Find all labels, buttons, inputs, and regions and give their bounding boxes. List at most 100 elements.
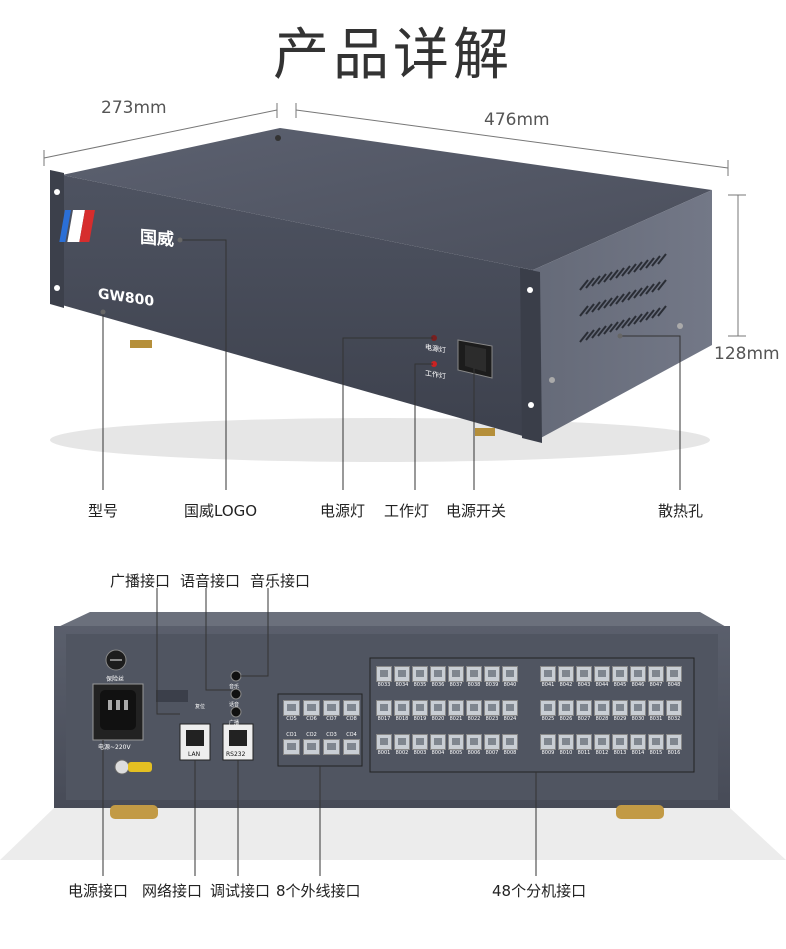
port-number: 8006 [467,750,481,756]
label-power-port: 电源接口 [68,882,129,900]
label-extension-ports: 48个分机接口 [492,882,587,900]
port-number: 8016 [667,750,681,756]
rj-jack-icon [412,666,428,682]
port-number: 8031 [649,716,663,722]
rj-port: 8030 [630,700,646,723]
port-number: 8002 [395,750,409,756]
label-trunk-ports: 8个外线接口 [276,882,361,900]
port-number: 8003 [413,750,427,756]
port-number: 8021 [449,716,463,722]
rj-port: 8041 [540,666,556,689]
label-vents: 散热孔 [658,502,704,520]
power-socket-label: 电源~220V [98,744,131,751]
port-number: 8035 [413,682,427,688]
port-number: 8022 [467,716,481,722]
port-number: 8013 [613,750,627,756]
rj-port: CO4 [343,732,360,755]
rj-port: 8044 [594,666,610,689]
rj-port: CO2 [303,732,320,755]
rj-jack-icon [594,700,610,716]
rj-jack-icon [412,700,428,716]
rj-jack-icon [394,734,410,750]
rj-jack-icon [540,666,556,682]
rj-jack-icon [502,666,518,682]
rj-port: 8006 [466,734,482,757]
port-number: 8039 [485,682,499,688]
port-number: 8037 [449,682,463,688]
port-number: 8018 [395,716,409,722]
port-number: 8047 [649,682,663,688]
label-power-light: 电源灯 [320,502,366,520]
rj-port: 8028 [594,700,610,723]
port-number: 8032 [667,716,681,722]
rj-port: 8048 [666,666,682,689]
port-number: 8010 [559,750,573,756]
rj-jack-icon [303,700,320,716]
port-number: 8028 [595,716,609,722]
rj-port: 8010 [558,734,574,757]
rj-port: 8015 [648,734,664,757]
rj-port: 8017 [376,700,392,723]
port-number: 8001 [377,750,391,756]
port-number: 8019 [413,716,427,722]
rj-jack-icon [376,734,392,750]
broadcast-jack-label: 广播 [229,720,240,726]
rj-jack-icon [430,734,446,750]
height-dimension: 128mm [714,344,780,364]
port-number: 8046 [631,682,645,688]
label-music: 音乐接口 [250,572,311,590]
rj-jack-icon [484,666,500,682]
rj-jack-icon [448,666,464,682]
rj-jack-icon [558,666,574,682]
port-number: CO8 [346,716,357,722]
rj-jack-icon [558,734,574,750]
rj-port: 8031 [648,700,664,723]
rj-jack-icon [466,700,482,716]
rj-port: 8020 [430,700,446,723]
port-number: 8027 [577,716,591,722]
port-number: 8025 [541,716,555,722]
rj-jack-icon [323,739,340,755]
label-logo: 国威LOGO [184,502,258,520]
port-number: 8040 [503,682,517,688]
label-work-light: 工作灯 [384,502,430,520]
port-number: 8042 [559,682,573,688]
rj-port: CO6 [303,700,320,723]
rj-jack-icon [576,734,592,750]
rj-port: 8040 [502,666,518,689]
port-number: 8004 [431,750,445,756]
rj-port: 8012 [594,734,610,757]
rj-jack-icon [448,734,464,750]
rj-port: CO7 [323,700,340,723]
rj-jack-icon [540,700,556,716]
port-number: CO5 [286,716,297,722]
rj-jack-icon [594,734,610,750]
port-number: 8015 [649,750,663,756]
rj-port: 8016 [666,734,682,757]
rj-jack-icon [666,666,682,682]
rj-jack-icon [448,700,464,716]
music-jack-label: 音乐 [229,684,240,690]
rj-port: 8007 [484,734,500,757]
rj-port: CO1 [283,732,300,755]
lan-port-label: LAN [188,751,201,758]
rj-jack-icon [558,700,574,716]
rj-jack-icon [576,666,592,682]
rj-port: 8014 [630,734,646,757]
rj-port: 8033 [376,666,392,689]
rj-jack-icon [648,700,664,716]
label-debug-port: 调试接口 [210,882,271,900]
rj-port: 8025 [540,700,556,723]
port-number: 8020 [431,716,445,722]
port-number: 8026 [559,716,573,722]
rj-port: 8026 [558,700,574,723]
